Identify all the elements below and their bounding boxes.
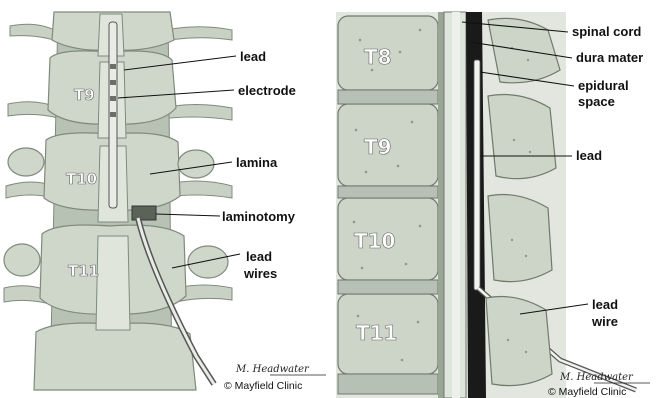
label-lead: lead [240,49,266,64]
vertebra-label-t10: T10 [66,170,97,188]
vertebra-label-t9-sagittal: T9 [364,135,392,159]
credit-right: © Mayfield Clinic [548,386,626,398]
credit-left: © Mayfield Clinic [224,380,302,392]
label-lead-wires-line1: lead [246,249,272,264]
label-lead-wire-line1: lead [592,297,618,312]
vertebra-label-t8: T8 [364,45,392,69]
label-lead-wire-line2: wire [591,314,618,329]
label-epidural-space-line1: epidural [578,78,629,93]
vertebra-label-t11-sagittal: T11 [356,321,397,345]
posterior-spine-view: T9 T10 T11 [4,12,232,390]
vertebra-label-t11: T11 [68,262,99,280]
label-electrode: electrode [238,83,296,98]
sagittal-spine-view: T8 T9 T10 T11 [336,12,636,398]
label-lamina: lamina [236,155,278,170]
label-lead-sagittal: lead [576,148,602,163]
vertebra-label-t10-sagittal: T10 [354,229,395,253]
signature-left: M. Headwater [235,364,310,375]
label-dura-mater: dura mater [576,50,643,65]
label-epidural-space-line2: space [578,94,615,109]
label-laminotomy: laminotomy [222,209,296,224]
signature-right: M. Headwater [559,372,634,383]
label-spinal-cord: spinal cord [572,24,641,39]
vertebra-label-t9: T9 [74,86,95,104]
label-lead-wires-line2: wires [243,266,277,281]
